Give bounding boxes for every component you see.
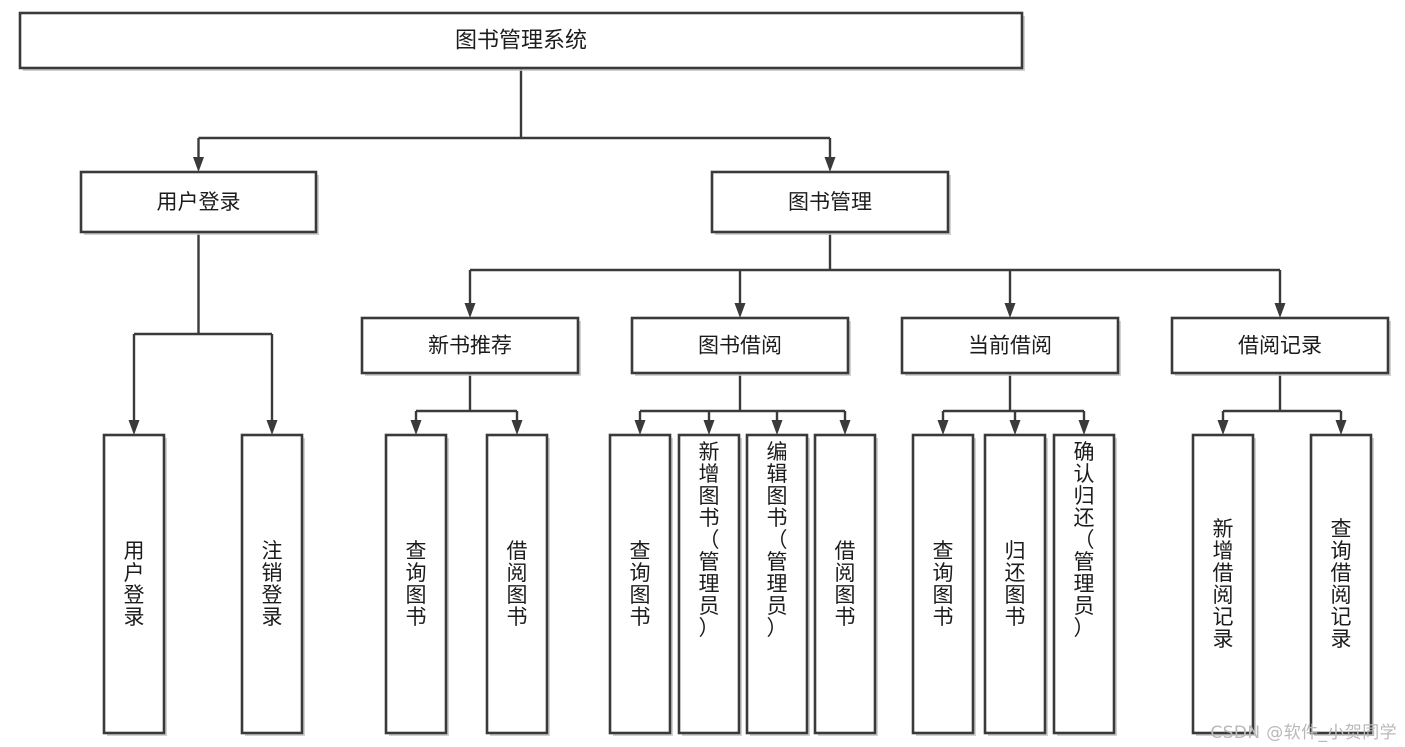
arrow-current-borrow-leaves-2 [1078,420,1090,435]
arrow-user-login-to-leaves-0 [128,420,140,435]
arrow-book-manage-to-level2-0 [464,303,476,318]
node-box-leaf-query-record[interactable] [1309,433,1374,736]
arrow-book-manage-to-level2-3 [1274,303,1286,318]
arrow-borrow-record-leaves-1 [1335,420,1347,435]
arrow-current-borrow-leaves-1 [1009,420,1021,435]
node-box-leaf-return-book[interactable] [983,433,1048,736]
node-box-leaf-borrow-book-1[interactable] [485,433,550,736]
node-box-leaf-user-logout[interactable] [240,433,305,736]
arrow-user-login-to-leaves-1 [266,420,278,435]
arrow-new-book-rec-leaves-1 [511,420,523,435]
node-box-leaf-user-login[interactable] [102,433,167,736]
node-box-new-book-rec[interactable] [360,316,581,376]
arrow-book-borrow-leaves-2 [771,420,783,435]
node-box-leaf-edit-book[interactable] [745,433,810,736]
node-label-borrow-record: 借阅记录 [1238,334,1322,358]
arrow-new-book-rec-leaves-0 [410,420,422,435]
node-box-leaf-add-record[interactable] [1191,433,1256,736]
node-box-leaf-confirm-return[interactable] [1052,433,1117,736]
node-box-leaf-add-book[interactable] [677,433,742,736]
node-box-current-borrow[interactable] [900,316,1121,376]
node-box-root[interactable] [18,11,1025,71]
node-box-book-manage[interactable] [710,170,951,235]
arrow-borrow-record-leaves-0 [1217,420,1229,435]
arrow-book-borrow-leaves-0 [634,420,646,435]
connector-layer [128,68,1347,435]
arrow-book-borrow-leaves-1 [703,420,715,435]
arrow-book-manage-to-level2-2 [1004,303,1016,318]
node-box-book-borrow[interactable] [630,316,851,376]
node-label-new-book-rec: 新书推荐 [428,334,512,358]
arrow-current-borrow-leaves-0 [937,420,949,435]
node-box-user-login[interactable] [79,170,319,235]
node-box-leaf-query-book-3[interactable] [911,433,976,736]
arrow-book-manage-to-level2-1 [734,303,746,318]
arrow-root-to-level1-0 [193,157,204,172]
arrow-book-borrow-leaves-3 [839,420,851,435]
node-label-root: 图书管理系统 [455,29,587,54]
node-box-leaf-borrow-book-2[interactable] [813,433,878,736]
node-label-current-borrow: 当前借阅 [968,334,1052,358]
node-label-book-manage: 图书管理 [788,190,872,214]
arrow-root-to-level1-1 [824,157,836,172]
node-label-book-borrow: 图书借阅 [698,334,782,358]
node-label-user-login: 用户登录 [157,190,241,214]
node-box-borrow-record[interactable] [1170,316,1391,376]
node-box-layer [18,11,1391,736]
node-box-leaf-query-book-2[interactable] [608,433,673,736]
node-box-leaf-query-book-1[interactable] [384,433,449,736]
